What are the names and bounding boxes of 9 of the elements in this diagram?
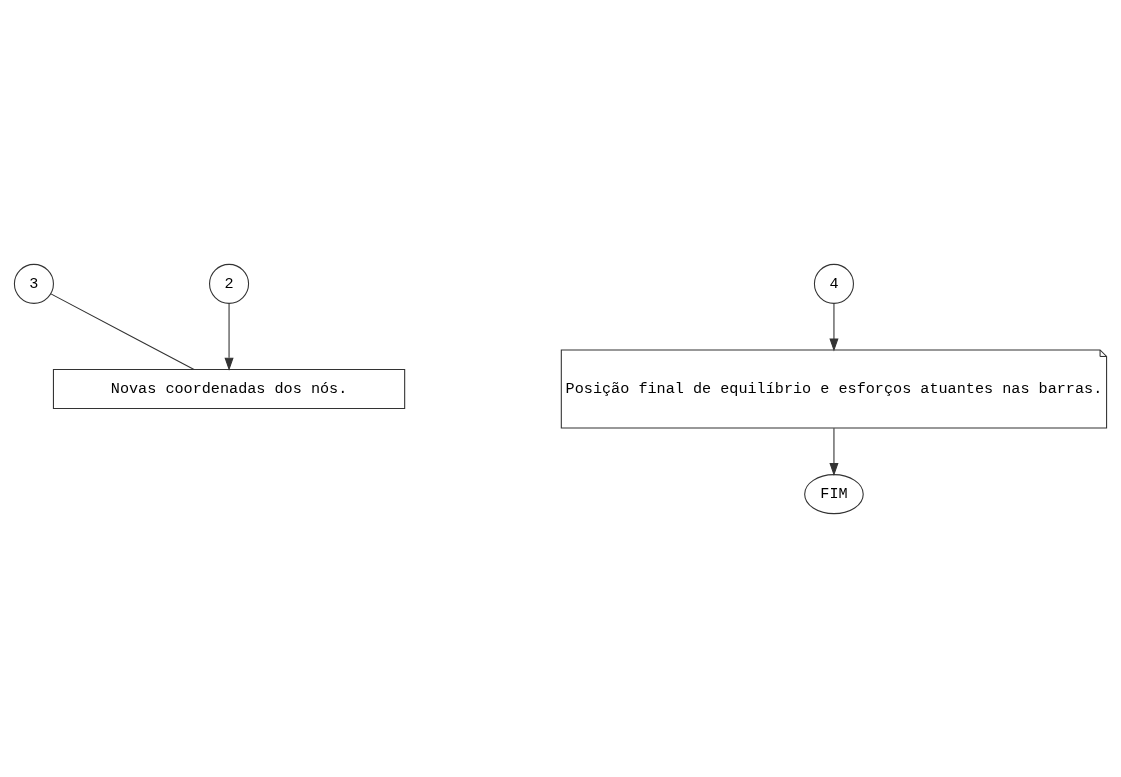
node-circle: 2 <box>209 263 250 304</box>
arrow <box>829 302 839 352</box>
arrow <box>224 302 234 371</box>
connector <box>50 292 195 370</box>
arrow <box>829 427 839 476</box>
node-circle: 4 <box>813 263 854 304</box>
node-circle: 3 <box>13 263 54 304</box>
node-box: Novas coordenadas dos nós. <box>52 368 406 409</box>
node-ellipse: FIM <box>804 473 864 514</box>
